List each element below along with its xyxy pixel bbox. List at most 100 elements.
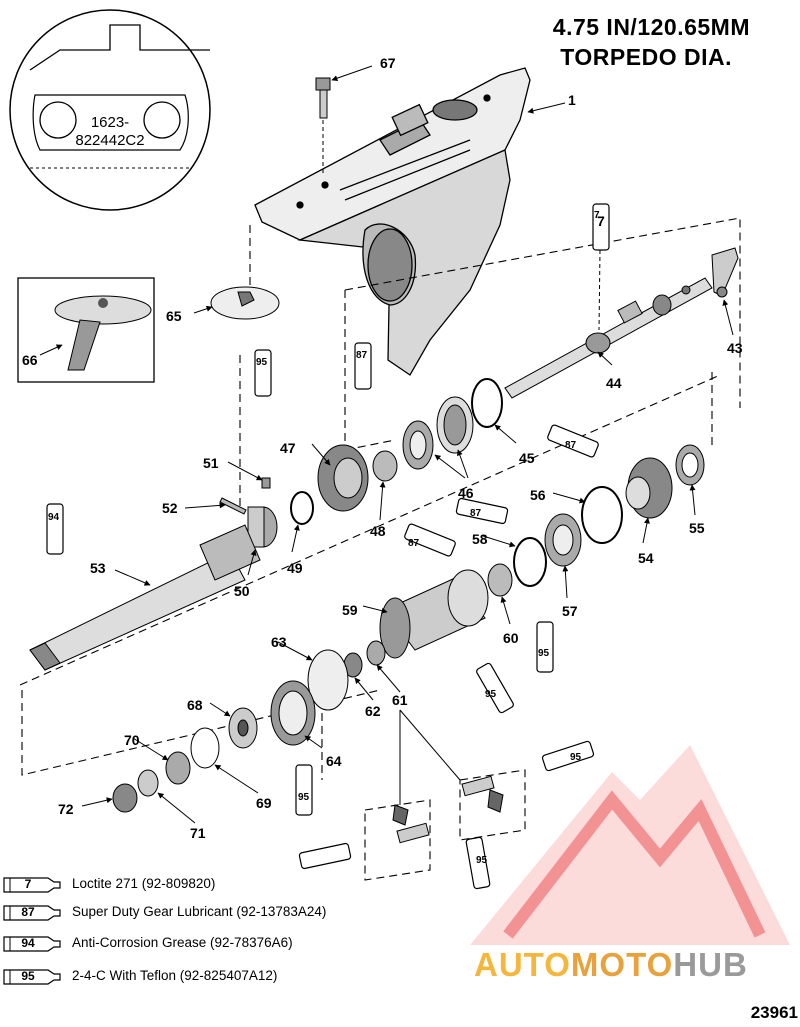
- part-label-66: 66: [22, 352, 38, 368]
- legend-code: 7: [24, 877, 32, 891]
- tube-label: 95: [256, 357, 268, 368]
- part-label-62: 62: [365, 703, 381, 719]
- bearing-60: [487, 563, 513, 597]
- part-label-72: 72: [58, 801, 74, 817]
- lock-71: [137, 769, 159, 797]
- pin-51-52: [219, 477, 271, 515]
- part-label-64: 64: [326, 753, 342, 769]
- part-label-52: 52: [162, 500, 178, 516]
- propeller-shaft-53: [29, 524, 261, 671]
- shift-shaft-assembly: [504, 247, 739, 399]
- part-label-63: 63: [271, 634, 287, 650]
- part-label-68: 68: [187, 697, 203, 713]
- part-label-57: 57: [562, 603, 578, 619]
- tube-label: 87: [470, 508, 482, 519]
- inset-detail-circle: [9, 9, 211, 211]
- retainer-64: [270, 680, 316, 746]
- watermark-logo-icon: [470, 745, 790, 945]
- part-label-55: 55: [689, 520, 705, 536]
- gear-housing: [254, 67, 531, 376]
- inset-part-number: 1623- 822442C2: [70, 114, 150, 150]
- legend-code: 95: [21, 969, 35, 983]
- part-label-69: 69: [256, 795, 272, 811]
- part-label-44: 44: [606, 375, 622, 391]
- tube-icon: [3, 877, 61, 893]
- lubricant-tubes: [46, 203, 610, 890]
- part-label-53: 53: [90, 560, 106, 576]
- tube-icon: [3, 905, 61, 921]
- watermark-auto: AUTO: [474, 946, 571, 983]
- part-label-1: 1: [568, 92, 576, 108]
- tube-label: 87: [565, 440, 577, 451]
- washer-70: [165, 751, 191, 785]
- tapered-bearing: [402, 420, 434, 470]
- figure-number: 23961: [750, 1003, 798, 1022]
- legend-code: 94: [21, 936, 35, 950]
- part-label-59: 59: [342, 602, 358, 618]
- part-label-45: 45: [519, 450, 535, 466]
- part-label-58: 58: [472, 531, 488, 547]
- part-label-56: 56: [530, 487, 546, 503]
- part-label-47: 47: [280, 440, 296, 456]
- inset-part-number-line2: 822442C2: [75, 132, 145, 149]
- tube-label: 95: [298, 792, 310, 803]
- o-ring-58: [513, 537, 547, 587]
- tube-label: 94: [48, 512, 60, 523]
- part-label-7: 7: [597, 213, 605, 229]
- part-label-67: 67: [380, 55, 396, 71]
- shim-45: [471, 378, 503, 428]
- carrier-59: [379, 569, 489, 659]
- tube-icon: [3, 969, 61, 985]
- shift-cam-insert-2: [461, 775, 504, 813]
- anode-65: [210, 286, 280, 320]
- legend-code: 87: [21, 905, 35, 919]
- legend-description: Super Duty Gear Lubricant (92-13783A24): [72, 904, 327, 919]
- assembly-dashed-lines: [19, 217, 741, 881]
- tab-washer-69: [190, 727, 220, 769]
- bearing-55: [675, 444, 705, 486]
- tube-label: 7: [594, 210, 600, 221]
- roller-bearing-48: [372, 450, 398, 482]
- tube-label: 95: [485, 689, 497, 700]
- tube-label: 87: [408, 538, 420, 549]
- part-label-54: 54: [638, 550, 654, 566]
- tube-icon: [3, 936, 61, 952]
- legend-description: 2-4-C With Teflon (92-825407A12): [72, 968, 278, 983]
- part-label-50: 50: [234, 583, 250, 599]
- watermark-moto: MOTO: [570, 946, 674, 983]
- part-label-65: 65: [166, 308, 182, 324]
- forward-gear-54: [625, 457, 673, 519]
- watermark-text: AUTOMOTOHUB: [474, 946, 748, 984]
- thrust-hub-68: [228, 707, 258, 749]
- tab-washer-63: [307, 649, 349, 711]
- part-label-70: 70: [124, 732, 140, 748]
- part-label-46: 46: [458, 485, 474, 501]
- leader-lines: [39, 65, 734, 824]
- bolt-67: [315, 77, 331, 175]
- seals-61-62: [343, 640, 386, 678]
- nut-72: [112, 783, 138, 813]
- bearing-race-46: [436, 396, 474, 454]
- torpedo-diameter-title: 4.75 IN/120.65MM: [552, 14, 750, 40]
- part-label-61: 61: [392, 692, 408, 708]
- watermark-hub: HUB: [673, 946, 748, 983]
- inset-part-number-line1: 1623-: [90, 114, 130, 131]
- pinion-gear-47: [317, 444, 369, 512]
- tube-label: 87: [356, 350, 368, 361]
- part-label-71: 71: [190, 825, 206, 841]
- part-label-60: 60: [503, 630, 519, 646]
- legend-description: Anti-Corrosion Grease (92-78376A6): [72, 935, 293, 950]
- part-label-48: 48: [370, 523, 386, 539]
- part-label-43: 43: [727, 340, 743, 356]
- part-label-49: 49: [287, 560, 303, 576]
- torpedo-diameter-subtitle: TORPEDO DIA.: [560, 44, 732, 70]
- tube-label: 95: [538, 648, 550, 659]
- clutch-50: [247, 506, 278, 548]
- washer-49: [290, 491, 314, 525]
- part-label-51: 51: [203, 455, 219, 471]
- shift-cam-insert-1: [392, 804, 430, 844]
- tube-label: 95: [570, 752, 582, 763]
- legend-description: Loctite 271 (92-809820): [72, 876, 216, 891]
